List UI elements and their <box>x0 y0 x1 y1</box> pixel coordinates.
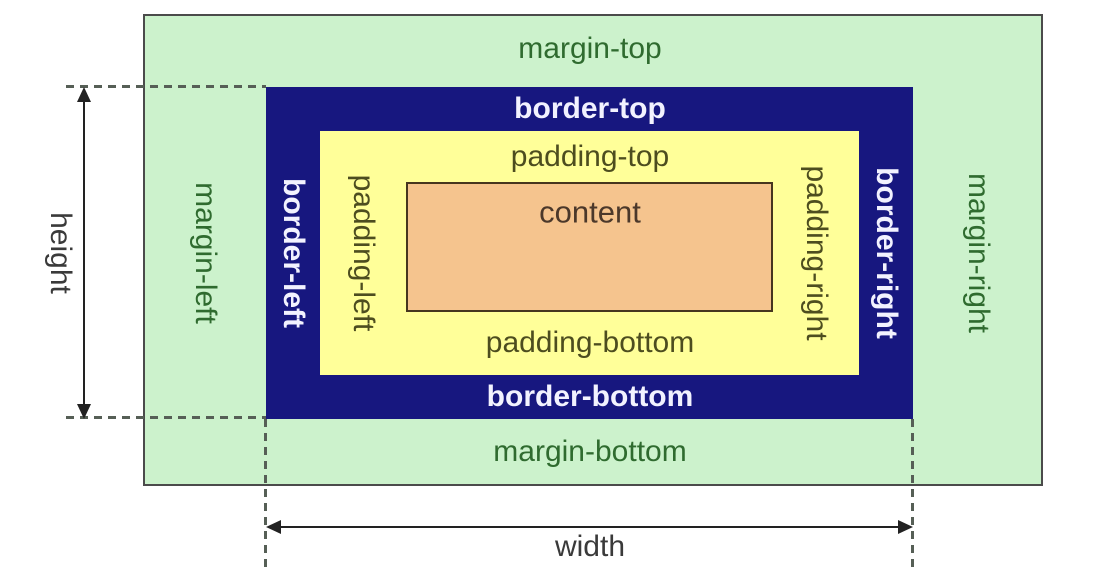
arrow-up-icon <box>77 87 91 102</box>
content-area-box <box>406 182 773 312</box>
arrow-left-icon <box>266 520 281 534</box>
arrow-right-icon <box>898 520 913 534</box>
padding-right-label: padding-right <box>800 165 833 341</box>
margin-right-label: margin-right <box>962 172 995 334</box>
padding-top-label: padding-top <box>510 140 670 173</box>
arrow-down-icon <box>77 404 91 419</box>
height-arrow-shaft <box>83 95 85 411</box>
border-bottom-label: border-bottom <box>486 380 694 413</box>
content-label: content <box>539 194 641 230</box>
dashed-guide-vertical-left <box>264 419 267 567</box>
margin-top-label: margin-top <box>518 32 662 65</box>
margin-bottom-label: margin-bottom <box>493 435 687 468</box>
dashed-guide-top-left <box>66 85 266 88</box>
width-dimension-label: width <box>554 530 626 563</box>
margin-left-label: margin-left <box>189 182 222 324</box>
border-left-label: border-left <box>277 178 310 328</box>
width-arrow-shaft <box>274 526 905 528</box>
dashed-guide-vertical-right <box>911 419 914 567</box>
border-top-label: border-top <box>514 92 666 125</box>
padding-left-label: padding-left <box>347 174 380 332</box>
dashed-guide-bottom-left <box>66 416 266 419</box>
padding-bottom-label: padding-bottom <box>485 326 695 359</box>
height-dimension-label: height <box>44 212 77 294</box>
border-right-label: border-right <box>870 167 903 339</box>
